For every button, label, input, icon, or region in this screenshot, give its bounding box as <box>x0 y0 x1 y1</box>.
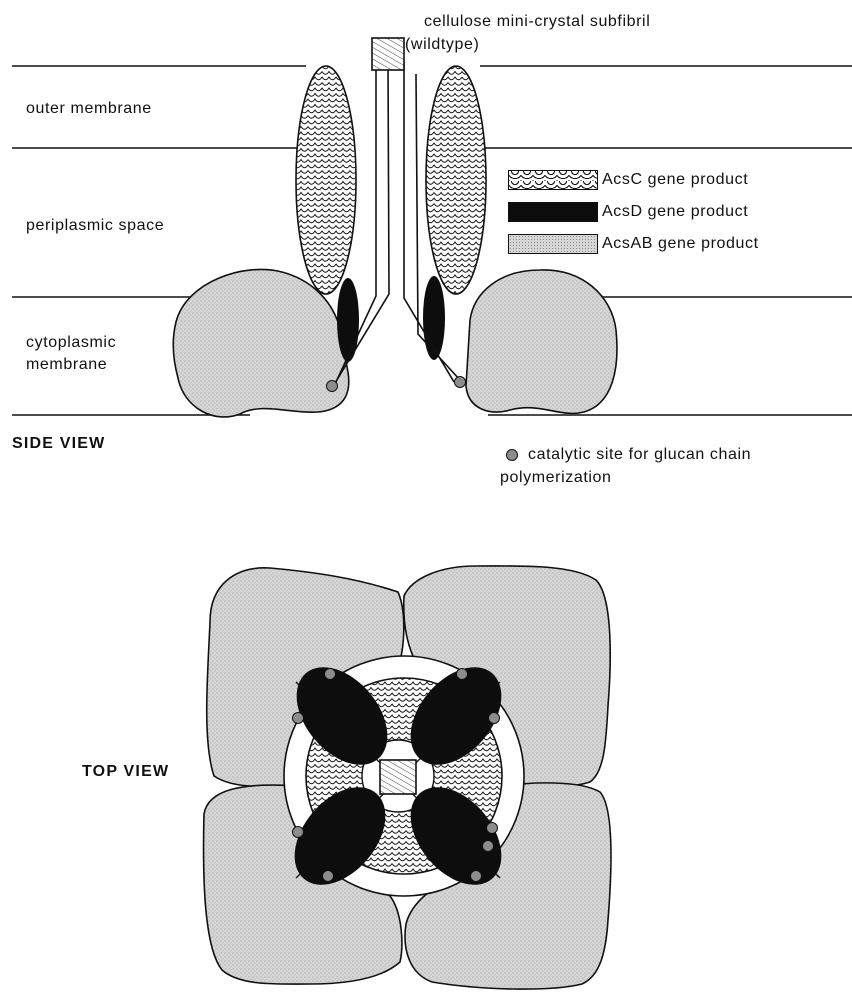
top-view-diagram <box>204 566 611 989</box>
cytoplasmic-membrane-label-line2: membrane <box>26 355 107 375</box>
legend-acsc-label: AcsC gene product <box>602 170 748 190</box>
catalytic-site-top-3 <box>293 713 304 724</box>
acsc-right-ellipse <box>426 66 486 294</box>
side-view-label: SIDE VIEW <box>12 434 105 454</box>
catalytic-site-legend-line1: catalytic site for glucan chain <box>528 445 751 465</box>
catalytic-site-legend-line2: polymerization <box>500 468 612 488</box>
catalytic-site-right <box>455 377 466 388</box>
catalytic-site-legend-icon <box>507 450 518 461</box>
acsab-swatch <box>508 234 598 254</box>
legend-acsd-label: AcsD gene product <box>602 202 748 222</box>
acsd-swatch <box>508 202 598 222</box>
catalytic-site-top-1 <box>325 669 336 680</box>
cellulose-crystal-top <box>380 760 416 794</box>
catalytic-site-top-6 <box>487 823 498 834</box>
subfibril-label-line2: (wildtype) <box>405 35 479 55</box>
acsc-left-ellipse <box>296 66 356 294</box>
legend-acsd: AcsD gene product <box>508 202 748 222</box>
catalytic-site-top-5 <box>293 827 304 838</box>
catalytic-site-top-4 <box>489 713 500 724</box>
legend-acsab-label: AcsAB gene product <box>602 234 759 254</box>
catalytic-site-top-7 <box>483 841 494 852</box>
catalytic-site-top-2 <box>457 669 468 680</box>
cytoplasmic-membrane-label-line1: cytoplasmic <box>26 333 116 353</box>
outer-membrane-label: outer membrane <box>26 99 152 119</box>
periplasmic-space-label: periplasmic space <box>26 216 164 236</box>
catalytic-site-top-8 <box>323 871 334 882</box>
legend-acsab: AcsAB gene product <box>508 234 759 254</box>
top-view-label: TOP VIEW <box>82 762 169 782</box>
legend-acsc: AcsC gene product <box>508 170 748 190</box>
cellulose-crystal-side <box>372 38 404 70</box>
catalytic-site-left <box>327 381 338 392</box>
acsc-swatch <box>508 170 598 190</box>
acsab-right-blob <box>466 270 617 413</box>
subfibril-label-line1: cellulose mini-crystal subfibril <box>424 12 650 32</box>
catalytic-site-top-9 <box>471 871 482 882</box>
